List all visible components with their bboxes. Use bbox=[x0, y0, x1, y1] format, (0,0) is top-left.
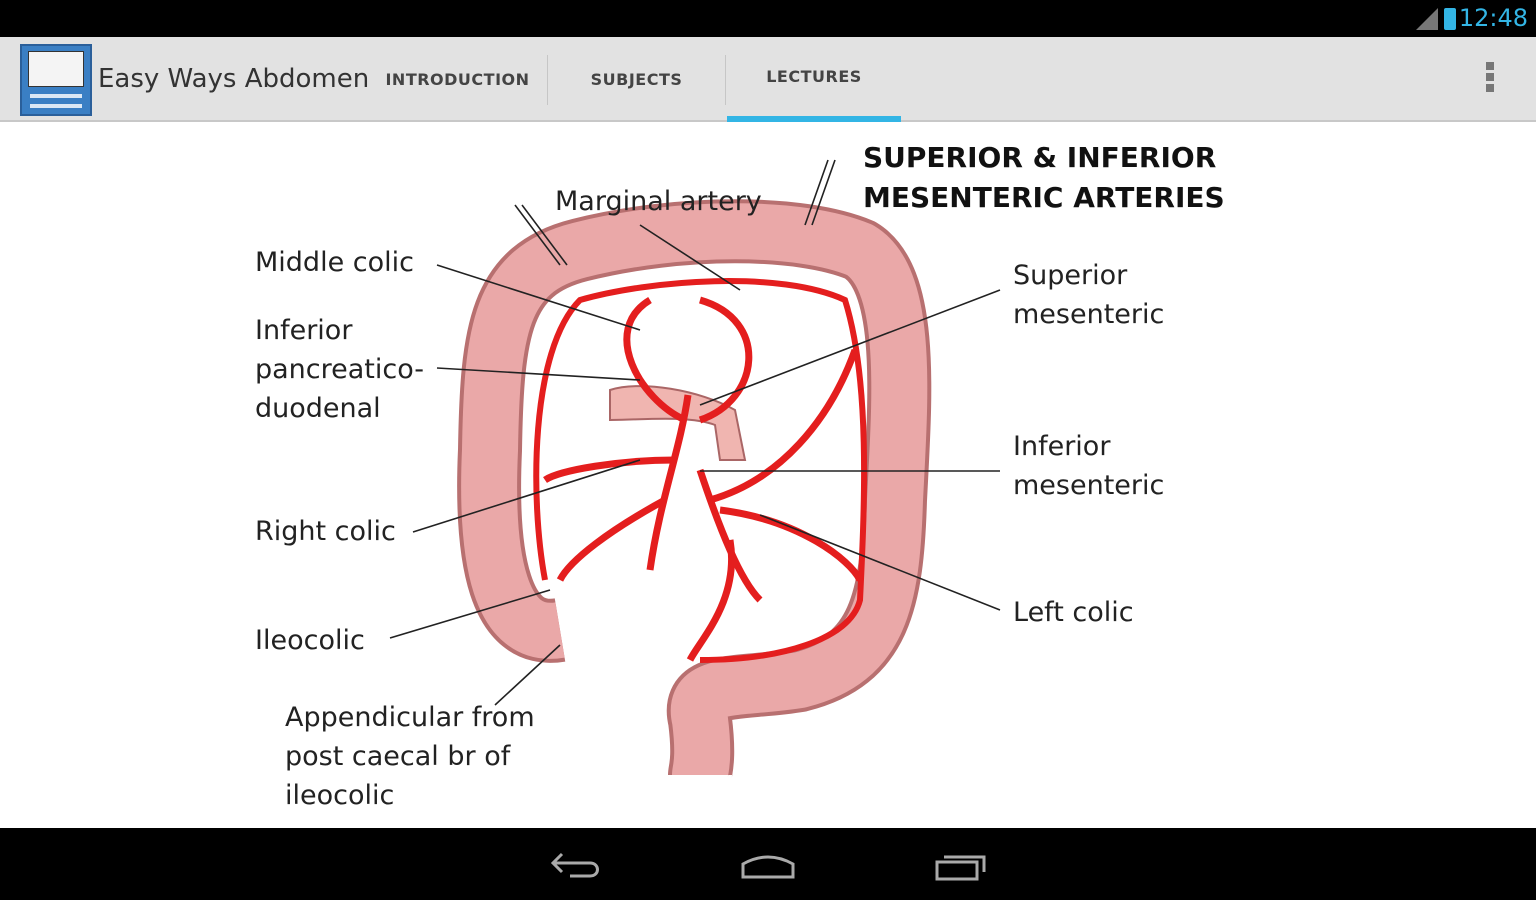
battery-icon bbox=[1444, 8, 1456, 30]
overflow-menu-icon[interactable] bbox=[1486, 62, 1496, 95]
lecture-content: SUPERIOR & INFERIOR MESENTERIC ARTERIES … bbox=[0, 124, 1536, 828]
label-right-colic: Right colic bbox=[255, 516, 396, 547]
navigation-bar bbox=[0, 828, 1536, 900]
back-icon[interactable] bbox=[550, 850, 604, 880]
label-middle-colic: Middle colic bbox=[255, 247, 414, 278]
tab-divider bbox=[547, 55, 548, 105]
status-bar: 12:48 bbox=[0, 0, 1536, 37]
tab-lectures[interactable]: LECTURES bbox=[727, 37, 901, 122]
label-superior-mesenteric: Superior mesenteric bbox=[1013, 260, 1165, 330]
label-marginal-artery: Marginal artery bbox=[555, 186, 762, 217]
app-logo[interactable] bbox=[20, 44, 92, 116]
diagram-title: SUPERIOR & INFERIOR MESENTERIC ARTERIES bbox=[863, 141, 1225, 214]
label-ileocolic: Ileocolic bbox=[255, 625, 365, 656]
home-icon[interactable] bbox=[740, 852, 796, 880]
duodenum bbox=[609, 385, 747, 461]
recent-apps-icon[interactable] bbox=[934, 850, 990, 882]
label-left-colic: Left colic bbox=[1013, 597, 1134, 628]
clock: 12:48 bbox=[1458, 4, 1528, 32]
label-appendicular: Appendicular from post caecal br of ileo… bbox=[285, 702, 535, 811]
tab-introduction[interactable]: INTRODUCTION bbox=[385, 70, 530, 89]
label-inferior-pancreaticoduodenal: Inferior pancreatico- duodenal bbox=[255, 315, 425, 424]
tab-subjects[interactable]: SUBJECTS bbox=[590, 70, 683, 89]
colon-artery-diagram bbox=[389, 159, 1001, 779]
superior-mesenteric-trunk bbox=[646, 394, 692, 571]
app-title: Easy Ways Abdomen bbox=[98, 64, 370, 94]
label-inferior-mesenteric: Inferior mesenteric bbox=[1013, 431, 1165, 501]
signal-icon bbox=[1416, 8, 1438, 30]
action-bar: Easy Ways Abdomen INTRODUCTION SUBJECTS … bbox=[0, 37, 1536, 122]
marginal-artery bbox=[533, 278, 868, 663]
tab-divider bbox=[725, 55, 726, 105]
